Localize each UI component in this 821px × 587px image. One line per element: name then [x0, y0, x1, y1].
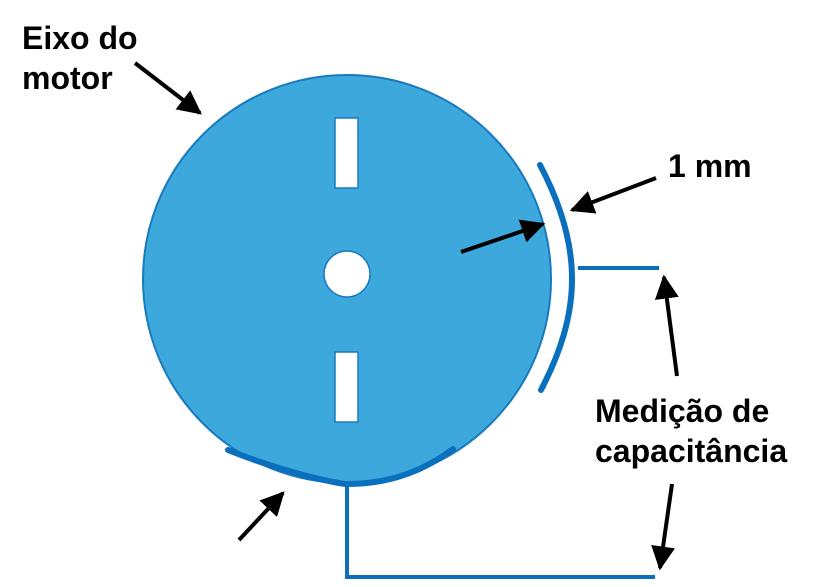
- bottom-electrode-arrow: [237, 491, 285, 542]
- capacitance-arrow-down: [651, 483, 675, 571]
- top-slot: [334, 117, 359, 189]
- motor-shaft-label-line1: Eixo do: [22, 20, 138, 56]
- bottom-electrode-lead: [345, 484, 655, 579]
- motor-shaft-arrow: [133, 61, 202, 115]
- capacitance-arrow-up: [654, 274, 679, 377]
- shaft-hole: [323, 250, 371, 298]
- capacitance-label: Medição de capacitância: [595, 391, 787, 471]
- capacitance-label-line2: capacitância: [595, 433, 788, 469]
- gap-arrow-inner: [460, 219, 546, 254]
- motor-shaft-label: Eixo do motor: [22, 18, 202, 98]
- bottom-slot: [334, 351, 359, 423]
- right-electrode: [537, 162, 575, 393]
- gap-arrow-outer: [569, 176, 657, 214]
- gap-label: 1 mm: [668, 148, 752, 184]
- capacitance-label-line1: Medição de: [595, 393, 770, 429]
- motor-shaft-label-line2: motor: [22, 60, 113, 96]
